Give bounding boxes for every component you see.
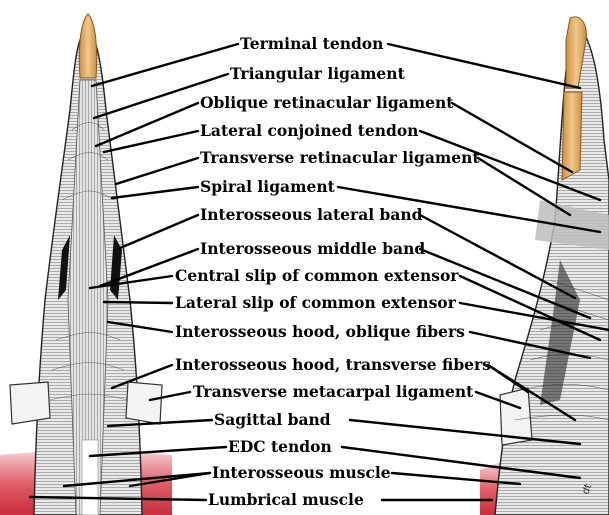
label-spiral-ligament: Spiral ligament	[200, 177, 336, 196]
label-hood-oblique: Interosseous hood, oblique fibers	[175, 322, 465, 341]
label-terminal-tendon: Terminal tendon	[240, 34, 383, 53]
dorsal-view-illustration	[0, 14, 172, 515]
label-hood-transverse: Interosseous hood, transverse fibers	[175, 355, 491, 374]
edc-tendon-dorsal	[82, 440, 98, 515]
label-triangular-ligament: Triangular ligament	[230, 64, 406, 83]
label-edc-tendon: EDC tendon	[228, 437, 332, 456]
label-sagittal-band: Sagittal band	[214, 410, 331, 429]
label-lateral-slip: Lateral slip of common extensor	[175, 293, 457, 312]
label-transverse-retinacular-ligament: Transverse retinacular ligament	[200, 148, 480, 167]
annotation-labels: Terminal tendon Triangular ligament Obli…	[175, 34, 491, 509]
label-lateral-conjoined-tendon: Lateral conjoined tendon	[200, 121, 418, 140]
label-interosseous-lateral-band: Interosseous lateral band	[200, 205, 423, 224]
label-oblique-retinacular-ligament: Oblique retinacular ligament	[200, 93, 454, 112]
label-transverse-metacarpal-ligament: Transverse metacarpal ligament	[193, 382, 474, 401]
transverse-metacarpal-block-left	[10, 382, 50, 424]
transverse-metacarpal-block-right	[126, 382, 162, 424]
label-interosseous-muscle: Interosseous muscle	[212, 463, 391, 482]
distal-phalanx-tip-dorsal	[79, 14, 96, 78]
label-interosseous-middle-band: Interosseous middle band	[200, 239, 425, 258]
label-lumbrical-muscle: Lumbrical muscle	[208, 490, 364, 509]
label-central-slip: Central slip of common extensor	[175, 266, 459, 285]
